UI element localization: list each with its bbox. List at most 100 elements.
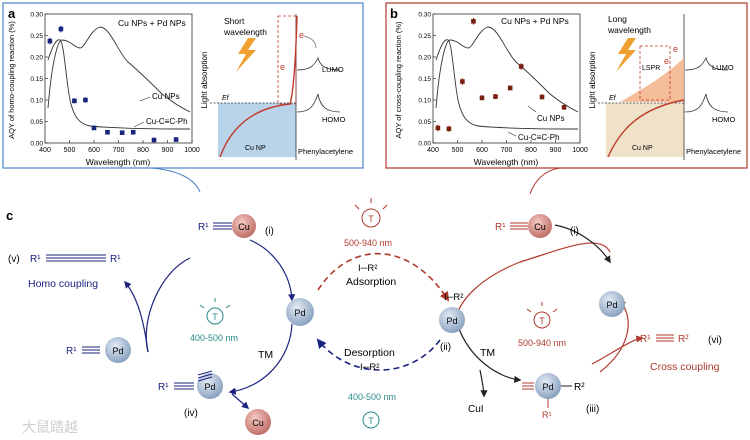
panel-b-y-ticks: 0.000.050.100.150.200.250.30	[418, 12, 436, 148]
panel-b-homo-peak	[684, 93, 729, 113]
panel-a-frame	[2, 2, 364, 169]
panel-a-schematic: Ef e e Short wavelength LUMO HOMO Cu NP …	[210, 14, 353, 160]
pd-particle-iii-label: Pd	[542, 382, 553, 392]
lightbulb-icon-blue-bottom-glyph: T	[368, 416, 374, 426]
lightbulb-icon-red-right-glyph: T	[539, 316, 545, 326]
panel-a-cu-np-absorption-curve	[47, 26, 191, 113]
panel-b-lspr-shade	[620, 58, 684, 102]
data-point	[151, 137, 157, 143]
panel-b-lumo-peak	[684, 56, 729, 71]
x-tick-label: 400	[427, 147, 439, 154]
y-tick-label: 0.05	[418, 119, 431, 126]
desorption-arc	[316, 338, 441, 371]
y-tick-label: 0.30	[418, 12, 431, 19]
x-tick-label: 700	[501, 147, 513, 154]
pd-particle-iii	[535, 373, 561, 399]
homo-cycle-arc-bottom-right	[228, 323, 293, 395]
panel-a-homo-peak	[296, 93, 341, 113]
panel-a-excitation-box	[277, 15, 297, 105]
panel-a-curve-label-cu-pointer	[139, 96, 151, 102]
panel-c: c R¹ Cu (i)	[6, 198, 722, 435]
y-tick-label: 0.25	[30, 33, 43, 40]
panel-a-ylabel: AQY of homo-coupling reaction (%)	[7, 21, 16, 139]
panel-a-curve-label-cu: Cu NPs	[152, 92, 180, 101]
cu-to-pd-arrow	[554, 224, 611, 264]
panel-a-lumo-label: LUMO	[322, 65, 344, 74]
homo-cycle-arc-top-right	[249, 239, 296, 302]
x-tick-label: 700	[113, 147, 125, 154]
panel-a-schematic-title-2: wavelength	[223, 27, 267, 37]
panel-b-letter: b	[390, 6, 398, 21]
species-pd-left-r1: R¹	[66, 346, 77, 357]
panel-b-lspr-label: LSPR	[642, 65, 660, 72]
cross-product-arrow	[591, 335, 644, 365]
panel-b-curve-label-ccph: Cu-C≡C-Ph	[518, 133, 560, 142]
panel-b-curve-label-cu-pointer	[527, 105, 537, 113]
data-point	[105, 129, 110, 135]
step-vi-label: (vi)	[708, 335, 722, 346]
species-i-left-r1: R¹	[198, 222, 209, 233]
panel-a-curve-label-ccph: Cu-C≡C-Ph	[146, 117, 188, 126]
y-tick-label: 0.00	[418, 141, 431, 148]
step-i-right-label: (i)	[570, 226, 579, 237]
cross-cycle-arc-top	[455, 242, 611, 319]
x-tick-label: 800	[137, 147, 149, 154]
panel-b-connector	[529, 167, 561, 195]
panel-a-data-points	[47, 25, 179, 143]
adsorption-arc	[317, 252, 450, 302]
x-tick-label: 500	[64, 147, 76, 154]
data-point	[130, 129, 136, 135]
adsorption-reagent: I─R²	[358, 263, 377, 274]
pd-particle-center-left	[286, 298, 314, 326]
species-vi-r1: R¹	[640, 334, 651, 345]
species-iii-r1: R¹	[542, 410, 552, 420]
data-point	[83, 97, 88, 103]
panel-b-dos-curve	[607, 99, 685, 158]
panel-b-curve-label-ccph-pointer	[507, 131, 517, 137]
y-tick-label: 0.10	[30, 98, 43, 105]
panel-a-electron-2: e	[299, 30, 304, 40]
step-iii-label: (iii)	[586, 404, 599, 415]
homo-coupling-label: Homo coupling	[28, 278, 98, 290]
panel-b-schematic: Ef LSPR e e Long wavelength LUMO HOMO Cu…	[598, 14, 741, 160]
panel-a-homo-label: HOMO	[322, 115, 345, 124]
watermark: 大鼠踏越	[22, 419, 78, 435]
panel-b-fermi-label: Ef	[609, 95, 617, 102]
cu-particle-i-right-label: Cu	[534, 222, 546, 232]
red-bulb-top: T 500-940 nm	[344, 198, 392, 248]
y-tick-label: 0.15	[30, 76, 43, 83]
lightbulb-icon-blue-bottom	[362, 411, 380, 429]
data-point	[471, 19, 476, 24]
tm-left-label: TM	[258, 349, 273, 361]
panel-c-letter: c	[6, 208, 13, 223]
species-pd-left: R¹ Pd	[66, 337, 131, 363]
panel-a-connector	[149, 167, 201, 193]
red-bulb-right: T 500-940 nm	[518, 302, 566, 348]
panel-b-lightning-icon	[616, 38, 636, 72]
panel-b-ylabel: AQY of cross-coupling reaction (%)	[394, 21, 403, 138]
pd-particle-ii	[439, 307, 465, 333]
panel-b-schematic-title-1: Long	[608, 14, 627, 24]
panel-b: b Cu NPs + Pd NPs AQY of cross-coupling …	[385, 2, 748, 169]
species-v-r1-right: R¹	[110, 254, 121, 265]
data-point	[47, 38, 53, 44]
panel-b-excitation-box	[639, 45, 671, 101]
lightbulb-icon-blue-left-glyph: T	[212, 312, 218, 322]
step-ii-label: (ii)	[440, 342, 451, 353]
pd-particle-right-label: Pd	[606, 300, 617, 310]
pd-particle-left-label: Pd	[112, 346, 123, 356]
panel-a: a Cu NPs + Pd NPs AQY of homo-coupling r…	[2, 2, 364, 169]
panel-b-curve-label-cu: Cu NPs	[537, 114, 565, 123]
panel-a-cu-ccph-absorption-curve	[47, 39, 191, 130]
panel-a-lightning-icon	[236, 38, 256, 72]
pd-particle-center-left-label: Pd	[294, 308, 305, 318]
data-point	[561, 105, 567, 110]
species-iii: Pd R² R¹ (iii)	[522, 373, 599, 420]
species-v: (v) R¹ R¹ Homo coupling	[8, 254, 121, 290]
red-wavelength-right: 500-940 nm	[518, 338, 566, 348]
panel-a-xlabel: Wavelength (nm)	[86, 157, 151, 167]
cui-release-arrow	[479, 369, 488, 398]
step-v-label: (v)	[8, 254, 20, 265]
pd-particle-ii-label: Pd	[446, 316, 457, 326]
